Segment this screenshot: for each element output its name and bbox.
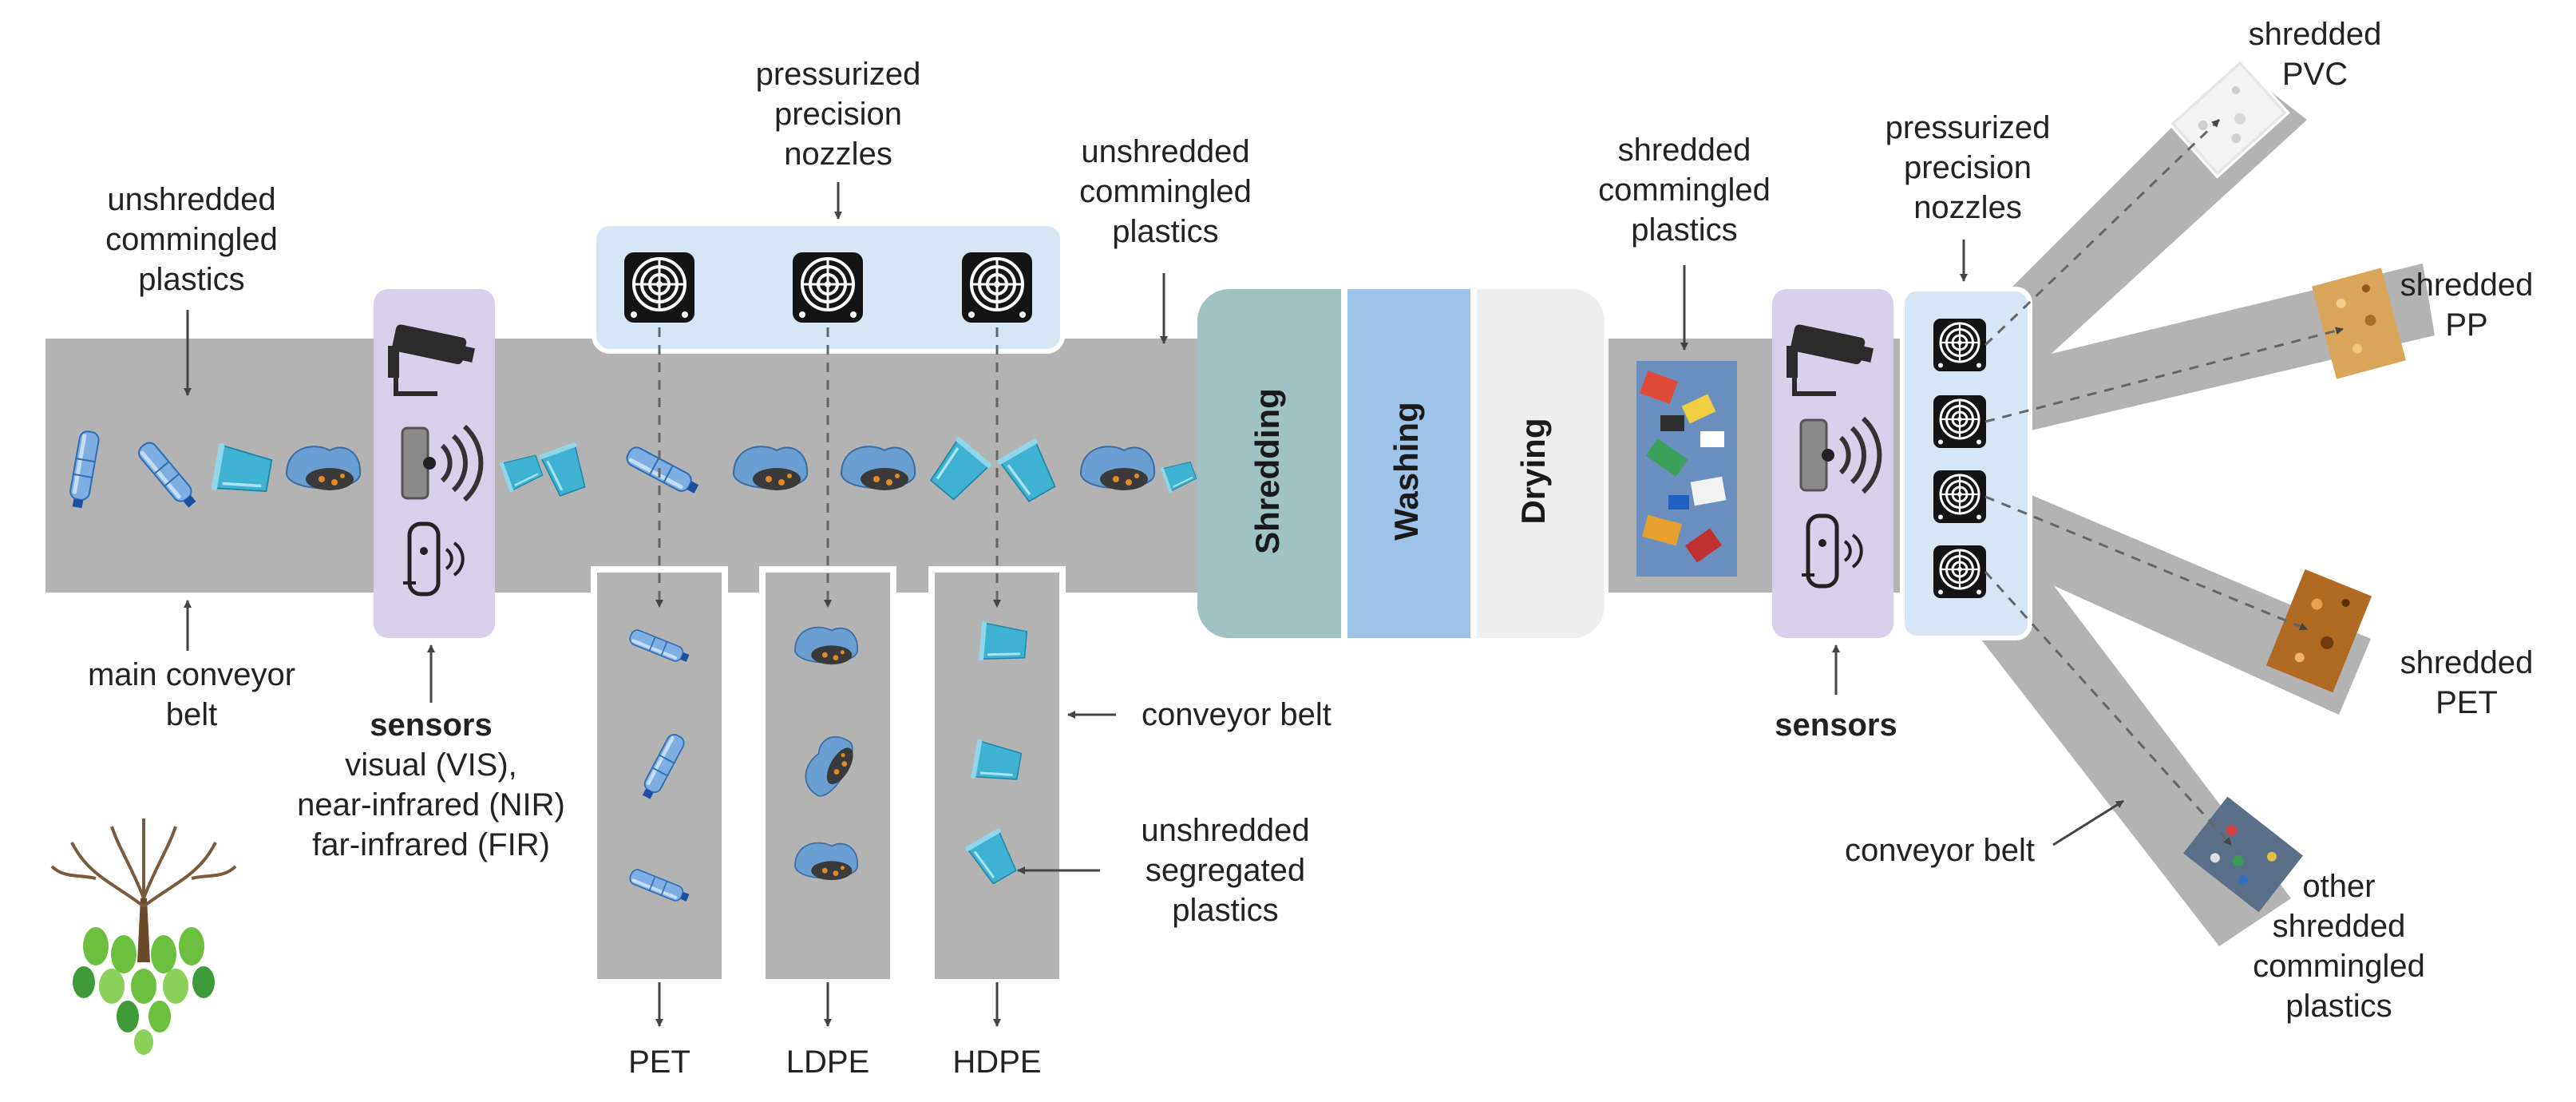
plastic-bag (286, 446, 362, 491)
shredded-pvc-swatch (2167, 57, 2290, 179)
nozzle-trajectory (1984, 327, 2344, 423)
nozzle-fan-icon (791, 251, 865, 324)
label-output-other: other shredded commingled plastics (2253, 869, 2425, 1024)
tree-logo (50, 819, 237, 1055)
nozzle-fan-icon (1932, 544, 1988, 600)
nir-sensor-icon (401, 424, 484, 502)
label-conveyor-belt-mid: conveyor belt (1142, 697, 1332, 732)
pointer-arrow (2052, 799, 2124, 846)
nozzle-fan-icon (1932, 317, 1988, 373)
camera-icon (1787, 324, 1874, 396)
plastic-bag (733, 446, 809, 491)
stage-washing-box (1347, 289, 1470, 638)
camera-icon (388, 324, 476, 396)
stage-washing-label: Washing (1387, 402, 1425, 540)
stage-drying-label: Drying (1514, 418, 1552, 524)
label-sensors-detail: visual (VIS), near-infrared (NIR) far-in… (297, 747, 565, 862)
label-output-pet: shredded PET (2400, 645, 2534, 720)
label-unshredded-segregated: unshredded segregated plastics (1141, 813, 1310, 928)
shredded-commingled-image (1636, 361, 1737, 577)
stage-shredding-box (1197, 289, 1341, 638)
bin-label-ldpe: LDPE (785, 1045, 870, 1080)
nozzle-trajectory (1984, 495, 2308, 631)
plastic-bag (794, 842, 859, 881)
label-unshredded-commingled-mid: unshredded commingled plastics (1079, 134, 1252, 249)
nozzle-fan-icon (623, 251, 696, 324)
label-shredded-commingled: shredded commingled plastics (1598, 133, 1771, 248)
shredded-pp-swatch (2312, 268, 2406, 379)
stage-drying-box (1477, 289, 1605, 638)
label-output-pp: shredded PP (2400, 268, 2534, 343)
bin-label-hdpe: HDPE (952, 1045, 1042, 1080)
label-nozzles-left: pressurized precision nozzles (755, 57, 921, 172)
label-sensors-right: sensors (1775, 708, 1897, 743)
label-sensors-left: sensors (370, 708, 493, 743)
label-unshredded-commingled-left: unshredded commingled plastics (105, 182, 278, 297)
nozzle-fan-icon (960, 251, 1034, 324)
plastic-bag (841, 446, 916, 491)
fir-sensor-icon (403, 521, 465, 597)
nozzle-trajectory (1984, 570, 2233, 846)
label-main-conveyor-belt: main conveyor belt (87, 657, 296, 732)
plastic-bag (1080, 446, 1156, 491)
plastic-bag (794, 626, 859, 665)
fir-sensor-icon (1802, 513, 1863, 589)
nozzle-fan-icon (1932, 469, 1988, 525)
label-nozzles-right: pressurized precision nozzles (1885, 110, 2051, 225)
nozzle-trajectory (1984, 118, 2221, 347)
nozzle-fan-icon (1932, 394, 1988, 450)
shredded-pet-swatch (2265, 569, 2372, 693)
label-output-pvc: shredded PVC (2248, 17, 2382, 92)
bin-label-pet: PET (628, 1045, 690, 1080)
nir-sensor-icon (1799, 416, 1882, 494)
label-conveyor-belt-right: conveyor belt (1845, 833, 2035, 868)
sensor-panel-right (1772, 289, 1893, 638)
stage-shredding-label: Shredding (1248, 388, 1286, 554)
